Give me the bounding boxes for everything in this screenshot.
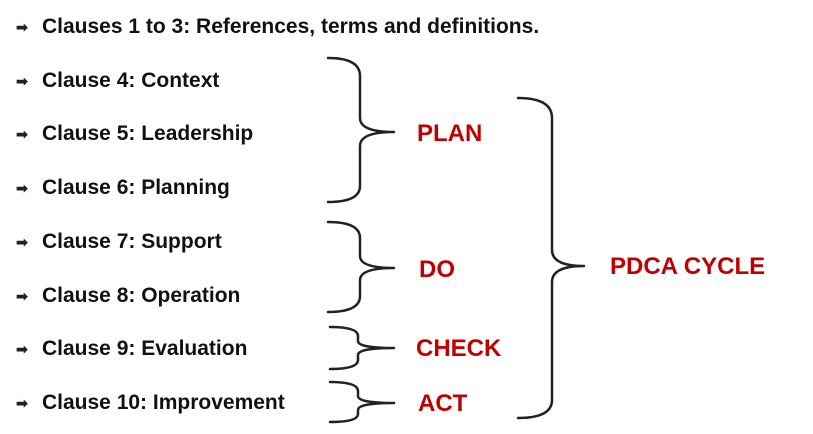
clause-label: Clause 6: Planning xyxy=(42,176,230,199)
check-bracket xyxy=(328,325,396,371)
arrow-right-icon: ➡ xyxy=(16,125,28,142)
clause-label: Clause 5: Leadership xyxy=(42,122,254,145)
clause-item-4: ➡ Clause 4: Context xyxy=(14,66,219,96)
clause-label: Clause 10: Improvement xyxy=(42,391,285,414)
arrow-right-icon: ➡ xyxy=(16,18,28,35)
arrow-right-icon: ➡ xyxy=(16,340,28,357)
arrow-right-icon: ➡ xyxy=(16,287,28,304)
clause-label: Clause 9: Evaluation xyxy=(42,337,248,360)
arrow-right-icon: ➡ xyxy=(16,233,28,250)
clause-item-7: ➡ Clause 7: Support xyxy=(14,227,222,257)
clause-item-9: ➡ Clause 9: Evaluation xyxy=(14,334,247,364)
phase-label-act: ACT xyxy=(418,390,468,417)
arrow-right-icon: ➡ xyxy=(16,179,28,196)
arrow-right-icon: ➡ xyxy=(16,72,28,89)
pdca-cycle-label: PDCA CYCLE xyxy=(610,253,766,280)
phase-label-do: DO xyxy=(419,256,455,283)
arrow-right-icon: ➡ xyxy=(16,394,28,411)
clause-item-5: ➡ Clause 5: Leadership xyxy=(14,119,253,149)
pdca-cycle-bracket xyxy=(516,96,586,420)
plan-bracket xyxy=(326,56,396,204)
clause-label: Clause 7: Support xyxy=(42,230,222,253)
clause-label: Clause 8: Operation xyxy=(42,284,241,307)
clause-item-10: ➡ Clause 10: Improvement xyxy=(14,388,285,418)
act-bracket xyxy=(328,380,396,424)
clause-item-6: ➡ Clause 6: Planning xyxy=(14,173,230,203)
clause-label: Clause 4: Context xyxy=(42,69,220,92)
phase-label-check: CHECK xyxy=(416,335,502,362)
phase-label-plan: PLAN xyxy=(417,120,483,147)
clause-item-1-3: ➡ Clauses 1 to 3: References, terms and … xyxy=(14,12,539,42)
do-bracket xyxy=(326,220,396,314)
clause-item-8: ➡ Clause 8: Operation xyxy=(14,281,240,311)
clause-label: Clauses 1 to 3: References, terms and de… xyxy=(42,15,540,38)
